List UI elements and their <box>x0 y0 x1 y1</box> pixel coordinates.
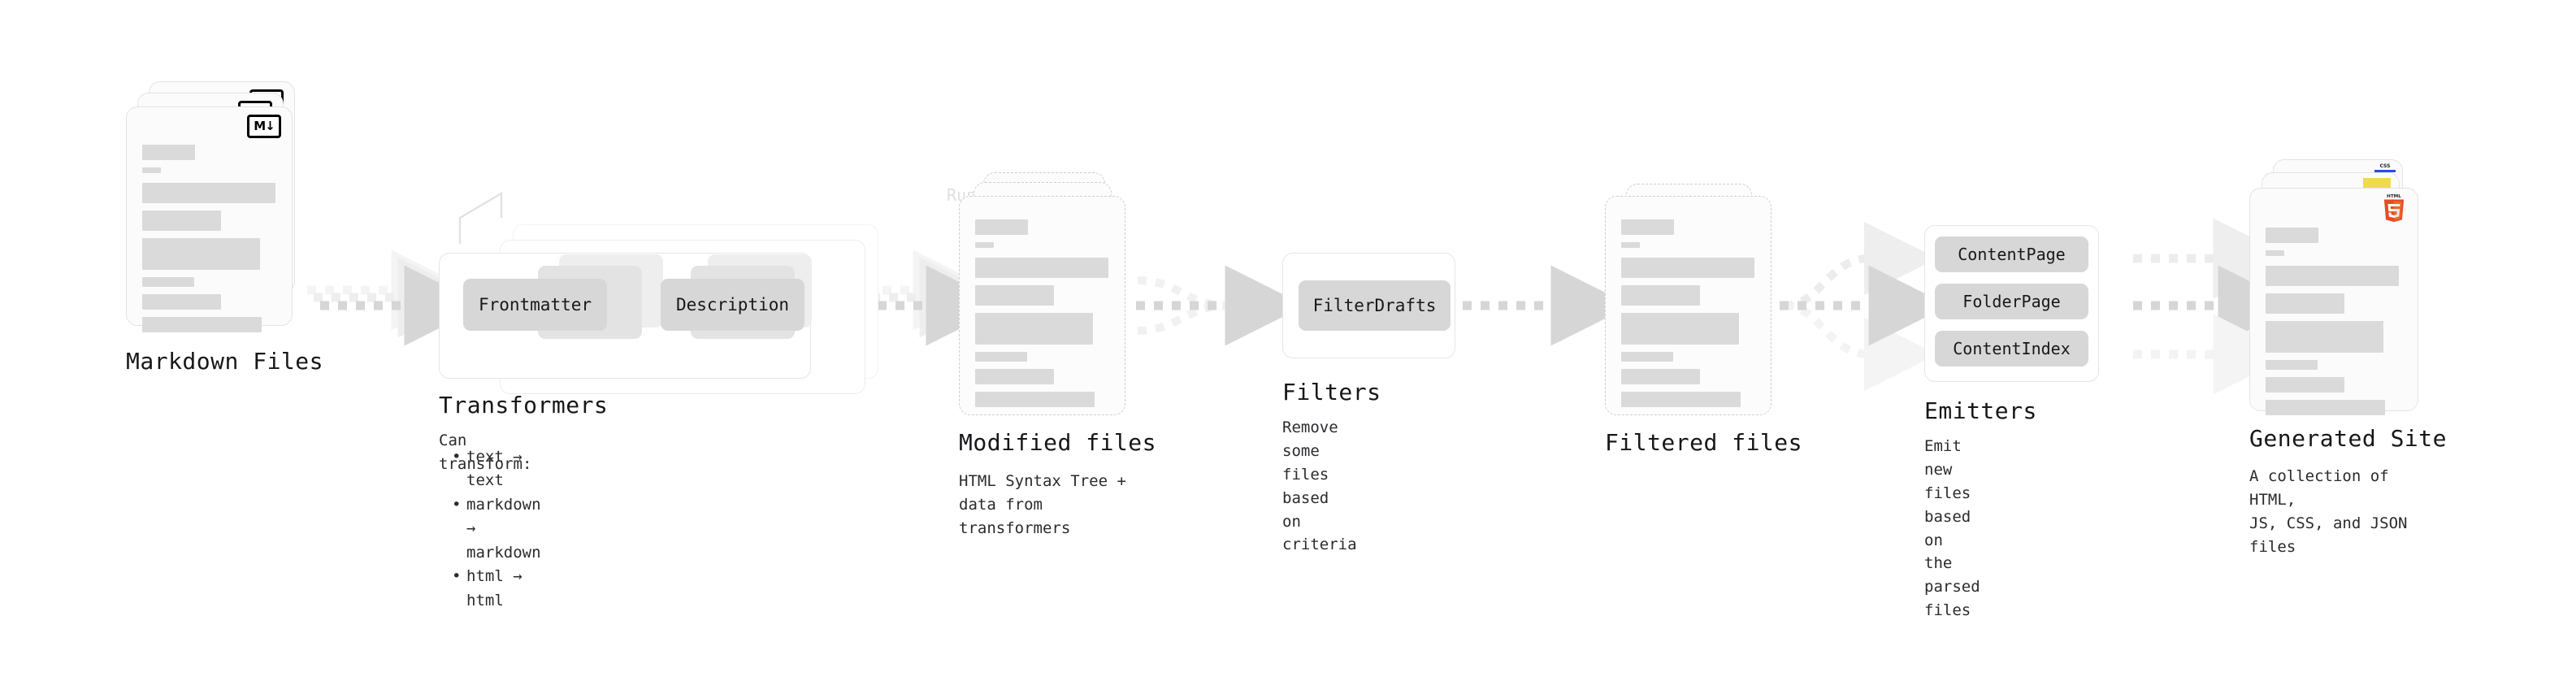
site-card-content <box>2266 228 2402 423</box>
stage-desc: HTML Syntax Tree + data from transformer… <box>959 472 1126 537</box>
stage-filtered-files: Filtered files <box>1605 0 1802 456</box>
filtered-card-content <box>1621 219 1755 414</box>
modified-card-content <box>975 219 1109 414</box>
list-item-label: text → text <box>466 448 523 490</box>
content-bar <box>1621 219 1674 235</box>
content-bar <box>2266 293 2344 314</box>
content-bar <box>1621 369 1700 384</box>
modified-card-stack <box>959 0 1138 415</box>
filtered-card-front <box>1605 196 1772 415</box>
stage-desc: Can transform: <box>439 432 532 473</box>
wire-markdown-to-transformers <box>307 249 485 346</box>
content-bar <box>975 352 1027 362</box>
stage-generated-site: CSS HTML <box>2249 0 2447 556</box>
content-bar <box>975 369 1054 384</box>
stage-title: Filtered files <box>1605 429 1803 456</box>
content-bar <box>1621 313 1739 345</box>
content-bar <box>1621 242 1640 248</box>
stage-title: Transformers <box>439 392 609 419</box>
content-bar <box>142 167 161 173</box>
content-bar <box>1621 258 1754 278</box>
svg-text:HTML: HTML <box>2387 194 2401 199</box>
content-bar <box>2266 250 2284 256</box>
content-bar <box>142 238 260 270</box>
content-bar <box>975 219 1028 235</box>
stage-desc: A collection of HTML, JS, CSS, and JSON … <box>2249 467 2408 556</box>
filtered-card-stack <box>1605 0 1784 415</box>
wire-modified-to-filters <box>1136 265 1306 346</box>
content-bar <box>1621 392 1741 407</box>
content-bar <box>142 294 221 310</box>
list-item: • markdown → markdown <box>452 495 541 562</box>
content-bar <box>142 317 262 332</box>
content-bar <box>975 242 994 248</box>
stage-title: Emitters <box>1924 397 2037 424</box>
stage-desc: Emit new files based on the parsed files <box>1924 437 1980 620</box>
stage-title: Generated Site <box>2249 425 2448 452</box>
pill-filterdrafts[interactable]: FilterDrafts <box>1299 280 1451 331</box>
content-bar <box>2266 360 2318 370</box>
stage-desc: Remove some files based on criteria <box>1282 419 1357 554</box>
pill-description[interactable]: Description <box>661 279 804 331</box>
content-bar <box>975 392 1095 407</box>
pill-folderpage[interactable]: FolderPage <box>1935 284 2088 319</box>
modified-card-front <box>959 196 1125 415</box>
stage-modified-files: Modified files HTML Syntax Tree + data f… <box>959 0 1156 537</box>
content-bar <box>975 285 1054 306</box>
html5-icon: HTML <box>2380 194 2408 225</box>
css-icon: CSS <box>2374 164 2396 172</box>
content-bar <box>1621 285 1700 306</box>
wire-filtered-to-emitters <box>1780 222 1949 391</box>
markdown-card-content <box>142 145 276 340</box>
wire-emitters-to-site <box>2133 218 2299 395</box>
pill-frontmatter[interactable]: Frontmatter <box>463 279 607 331</box>
content-bar <box>142 145 195 160</box>
markdown-icon: M↓ <box>247 115 281 138</box>
content-bar <box>2266 266 2399 286</box>
content-bar <box>975 313 1093 345</box>
css-icon-label: CSS <box>2379 163 2391 169</box>
content-bar <box>142 277 194 287</box>
stage-title: Modified files <box>959 429 1157 456</box>
transform-bullet-list: • text → text • markdown → markdown • ht… <box>450 445 541 613</box>
content-bar <box>2266 377 2344 393</box>
content-bar <box>142 210 221 231</box>
content-bar <box>2266 400 2385 415</box>
content-bar <box>2266 321 2383 353</box>
markdown-card-front: M↓ <box>126 106 293 332</box>
site-card-stack: CSS HTML <box>2249 0 2436 415</box>
content-bar <box>1621 352 1673 362</box>
content-bar <box>142 183 275 203</box>
list-item-label: markdown → markdown <box>466 495 541 562</box>
list-item: • html → html <box>452 567 523 609</box>
pill-contentpage[interactable]: ContentPage <box>1935 236 2088 272</box>
pill-contentindex[interactable]: ContentIndex <box>1935 331 2088 367</box>
list-item: • text → text <box>452 448 523 490</box>
content-bar <box>2266 228 2318 243</box>
markdown-card-stack: M↓ M↓ M↓ <box>126 0 305 341</box>
list-item-label: html → html <box>466 567 523 609</box>
content-bar <box>975 258 1108 278</box>
run-in-parallel-bracket <box>458 191 503 244</box>
stage-title: Markdown Files <box>126 348 324 375</box>
site-card-front-html: HTML <box>2249 188 2418 415</box>
stage-markdown-files: M↓ M↓ M↓ <box>126 0 323 375</box>
stage-title: Filters <box>1282 379 1381 406</box>
